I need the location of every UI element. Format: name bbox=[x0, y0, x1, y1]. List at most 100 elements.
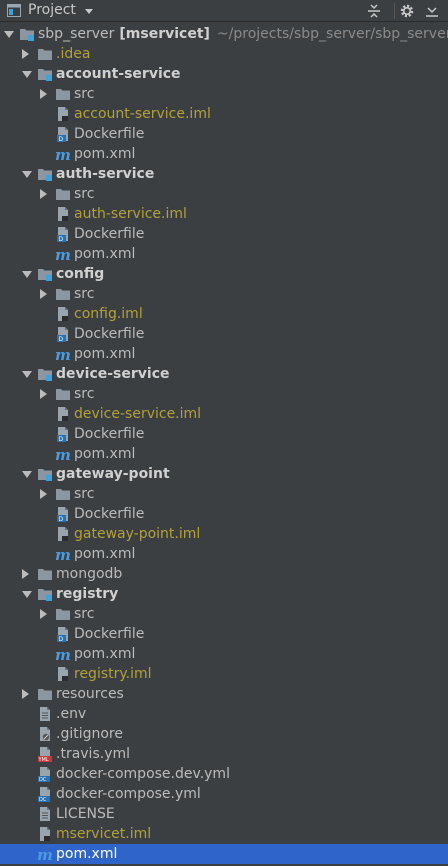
tree-row[interactable]: mservicet.iml bbox=[0, 824, 448, 844]
tree-row[interactable]: .env bbox=[0, 704, 448, 724]
tree-row[interactable]: registry.iml bbox=[0, 664, 448, 684]
tree-item-label: registry.iml bbox=[74, 664, 152, 684]
tree-item-name: docker-compose.dev.yml bbox=[56, 766, 230, 782]
expanded-arrow-icon[interactable] bbox=[22, 471, 32, 478]
tree-row[interactable]: device-service bbox=[0, 364, 448, 384]
tree-item-name: resources bbox=[56, 686, 124, 702]
collapsed-arrow-icon[interactable] bbox=[40, 89, 47, 99]
collapsed-arrow-icon[interactable] bbox=[40, 609, 47, 619]
tree-row[interactable]: config.iml bbox=[0, 304, 448, 324]
tree-row[interactable]: account-service.iml bbox=[0, 104, 448, 124]
svg-text:m: m bbox=[55, 146, 71, 162]
module-folder-icon bbox=[38, 469, 52, 481]
collapsed-arrow-icon[interactable] bbox=[40, 289, 47, 299]
tree-item-label: .gitignore bbox=[56, 724, 123, 744]
docker-compose-file-icon: DC bbox=[38, 787, 50, 802]
docker-file-icon: D bbox=[57, 627, 68, 642]
tree-item-label: account-service bbox=[56, 64, 181, 84]
chevron-down-icon[interactable] bbox=[85, 9, 93, 14]
tree-row[interactable]: mongodb bbox=[0, 564, 448, 584]
project-icon bbox=[7, 4, 21, 17]
collapsed-arrow-icon[interactable] bbox=[22, 689, 29, 699]
tree-item-label: docker-compose.yml bbox=[56, 784, 201, 804]
project-view-title[interactable]: Project bbox=[28, 2, 76, 18]
expanded-arrow-icon[interactable] bbox=[22, 171, 32, 178]
tree-row[interactable]: YML.travis.yml bbox=[0, 744, 448, 764]
folder-icon bbox=[56, 289, 70, 300]
tree-row[interactable]: .gitignore bbox=[0, 724, 448, 744]
collapsed-arrow-icon[interactable] bbox=[22, 569, 29, 579]
tree-row[interactable]: auth-service.iml bbox=[0, 204, 448, 224]
tree-row[interactable]: src bbox=[0, 284, 448, 304]
tree-row[interactable]: src bbox=[0, 484, 448, 504]
tree-item-label: mongodb bbox=[56, 564, 122, 584]
expanded-arrow-icon[interactable] bbox=[22, 271, 32, 278]
tree-row[interactable]: config bbox=[0, 264, 448, 284]
tree-item-name: Dockerfile bbox=[74, 426, 145, 442]
tree-row[interactable]: DC docker-compose.yml bbox=[0, 784, 448, 804]
collapsed-arrow-icon[interactable] bbox=[40, 389, 47, 399]
tree-item-name: .idea bbox=[56, 46, 91, 62]
tree-item-label: Dockerfile bbox=[74, 324, 144, 344]
collapsed-arrow-icon[interactable] bbox=[40, 189, 47, 199]
tree-item-name: Dockerfile bbox=[74, 126, 145, 142]
gear-icon[interactable] bbox=[399, 3, 415, 19]
tree-row[interactable]: LICENSE bbox=[0, 804, 448, 824]
tree-row[interactable]: gateway-point.iml bbox=[0, 524, 448, 544]
tree-item-name: account-service.iml bbox=[74, 106, 211, 122]
tree-row[interactable]: sbp_server[mservicet]~/projects/sbp_serv… bbox=[0, 24, 448, 44]
tree-item-name: LICENSE bbox=[56, 806, 115, 822]
tree-row[interactable]: .idea bbox=[0, 44, 448, 64]
tree-row[interactable]: auth-service bbox=[0, 164, 448, 184]
iml-file-icon bbox=[58, 207, 68, 221]
svg-text:m: m bbox=[55, 546, 71, 562]
hide-panel-icon[interactable] bbox=[424, 3, 440, 19]
tree-item-label: pom.xml bbox=[74, 144, 135, 164]
module-folder-icon bbox=[38, 269, 52, 281]
svg-text:D: D bbox=[59, 236, 64, 242]
collapse-all-icon[interactable] bbox=[366, 3, 382, 19]
maven-file-icon: m bbox=[55, 146, 71, 162]
tree-row[interactable]: gateway-point bbox=[0, 464, 448, 484]
tree-row[interactable]: src bbox=[0, 184, 448, 204]
collapsed-arrow-icon[interactable] bbox=[22, 49, 29, 59]
tree-row[interactable]: resources bbox=[0, 684, 448, 704]
tree-item-name: config bbox=[56, 266, 105, 282]
tree-item-name: gateway-point bbox=[56, 466, 170, 482]
project-tree[interactable]: sbp_server[mservicet]~/projects/sbp_serv… bbox=[0, 24, 448, 864]
yml-file-icon: YML bbox=[38, 747, 52, 762]
expanded-arrow-icon[interactable] bbox=[22, 591, 32, 598]
tree-item-label: docker-compose.dev.yml bbox=[56, 764, 230, 784]
tree-row[interactable]: registry bbox=[0, 584, 448, 604]
expanded-arrow-icon[interactable] bbox=[4, 31, 14, 38]
tree-row[interactable]: src bbox=[0, 84, 448, 104]
tree-row[interactable]: account-service bbox=[0, 64, 448, 84]
tree-item-label: pom.xml bbox=[74, 244, 135, 264]
docker-file-icon: D bbox=[57, 127, 68, 142]
expanded-arrow-icon[interactable] bbox=[22, 371, 32, 378]
toolbar-separator bbox=[394, 3, 395, 19]
collapsed-arrow-icon[interactable] bbox=[40, 489, 47, 499]
tree-row[interactable]: src bbox=[0, 604, 448, 624]
tree-row[interactable]: device-service.iml bbox=[0, 404, 448, 424]
tree-item-label: sbp_server[mservicet]~/projects/sbp_serv… bbox=[38, 24, 448, 44]
tree-item-label: Dockerfile bbox=[74, 424, 144, 444]
text-file-icon bbox=[40, 807, 50, 821]
tree-row[interactable]: D Dockerfile bbox=[0, 124, 448, 144]
tree-row[interactable]: src bbox=[0, 384, 448, 404]
expanded-arrow-icon[interactable] bbox=[22, 71, 32, 78]
maven-file-icon: m bbox=[55, 346, 71, 362]
